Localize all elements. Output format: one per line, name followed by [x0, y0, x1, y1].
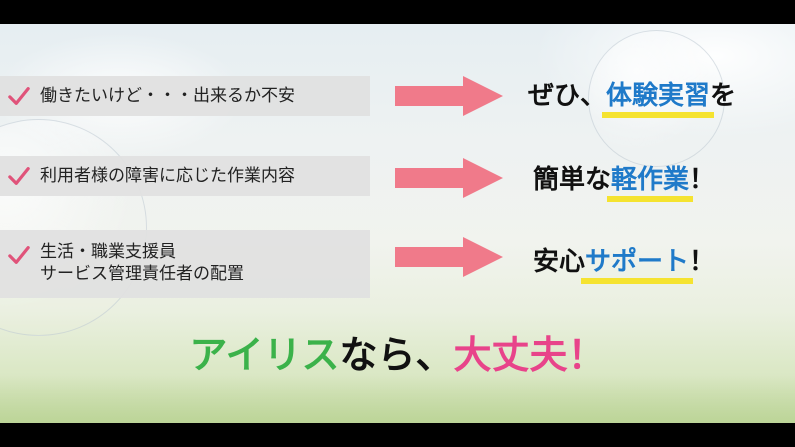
result-2: 簡単な軽作業！ — [533, 165, 716, 202]
result-1: ぜひ、体験実習を — [528, 81, 737, 118]
reason-text-2: 利用者様の障害に応じた作業内容 — [40, 166, 295, 185]
right-arrow-icon — [395, 237, 503, 277]
result-3-highlight: サポート — [581, 247, 694, 284]
result-2-highlight: 軽作業 — [607, 165, 694, 202]
result-1-highlight: 体験実習 — [602, 81, 715, 118]
checkmark-icon — [8, 167, 30, 185]
tagline-middle: なら、 — [339, 333, 454, 377]
banner: 働きたいけど・・・出来るか不安 利用者様の障害に応じた作業内容 生活・職業支援員… — [0, 24, 795, 423]
tagline-exclaim: ！ — [567, 333, 606, 377]
reason-row-2: 利用者様の障害に応じた作業内容 — [0, 156, 370, 196]
bubble-decoration-right — [588, 30, 725, 167]
result-3: 安心サポート！ — [533, 247, 716, 284]
grass-background — [0, 375, 795, 423]
reason-text-3: 生活・職業支援員 サービス管理責任者の配置 — [40, 242, 244, 283]
right-arrow-icon — [395, 158, 503, 198]
reason-row-3: 生活・職業支援員 サービス管理責任者の配置 — [0, 230, 370, 298]
checkmark-icon — [8, 87, 30, 105]
reason-row-1: 働きたいけど・・・出来るか不安 — [0, 76, 370, 116]
reason-text-1: 働きたいけど・・・出来るか不安 — [40, 86, 295, 105]
tagline-emphasis: 大丈夫 — [453, 333, 568, 377]
tagline: アイリスなら、大丈夫！ — [0, 332, 795, 378]
bubble-decoration-left — [0, 119, 147, 336]
right-arrow-icon — [395, 76, 503, 116]
checkmark-icon — [8, 246, 30, 264]
brand-name: アイリス — [189, 333, 340, 377]
